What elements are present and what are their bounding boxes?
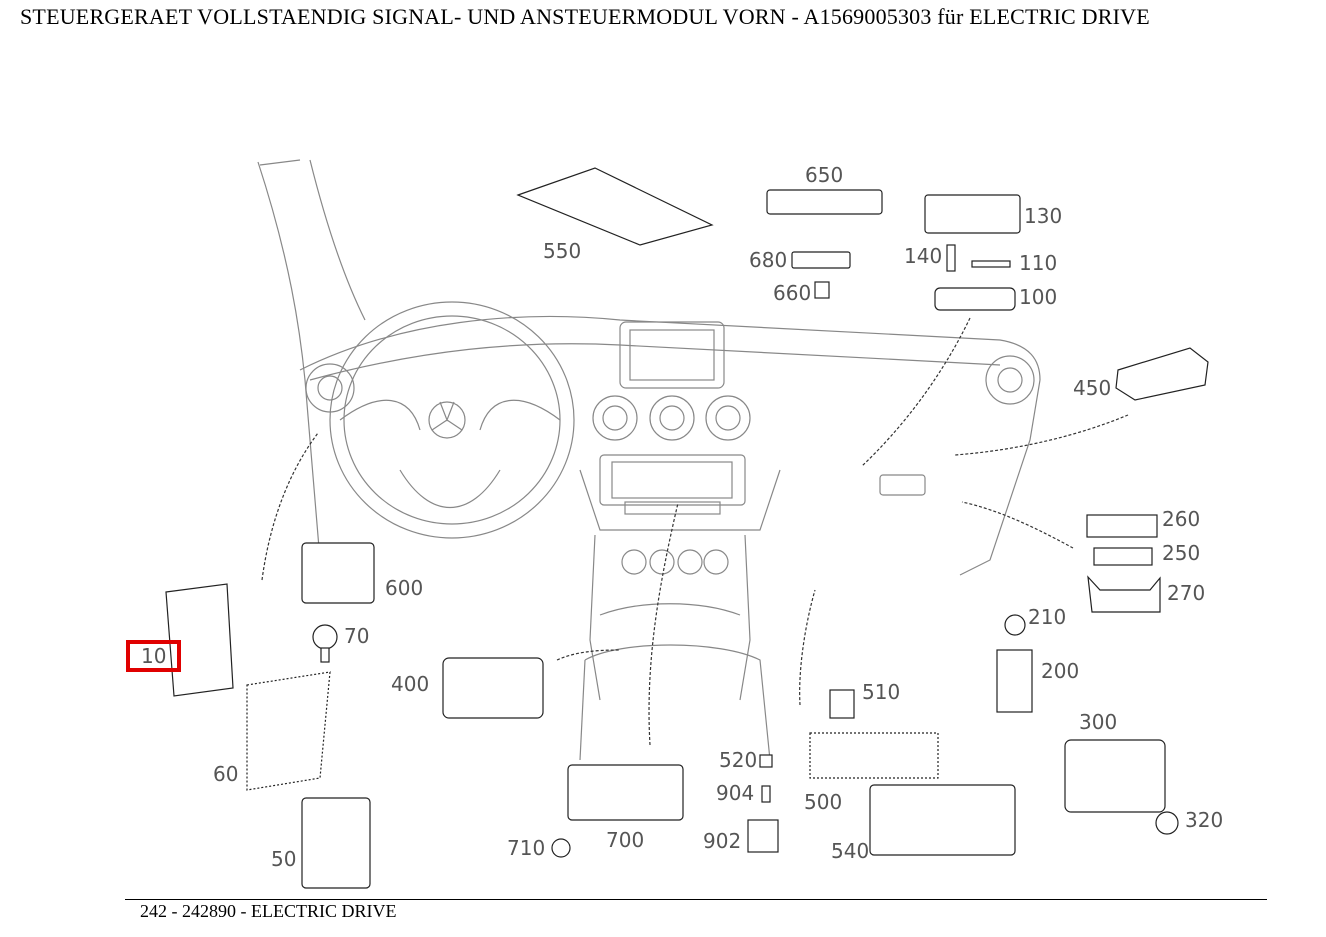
- part-710: [551, 838, 571, 858]
- callout-60: 60: [213, 762, 238, 786]
- callout-300: 300: [1079, 710, 1117, 734]
- callout-250: 250: [1162, 541, 1200, 565]
- part-680: [791, 251, 851, 269]
- callout-540: 540: [831, 839, 869, 863]
- part-450: [1115, 347, 1209, 401]
- callout-550: 550: [543, 239, 581, 263]
- part-140: [946, 244, 956, 272]
- callout-520: 520: [719, 748, 757, 772]
- callout-904: 904: [716, 781, 754, 805]
- dashboard-drawing: [257, 159, 1041, 761]
- part-260: [1086, 514, 1158, 538]
- callout-260: 260: [1162, 507, 1200, 531]
- footer-text: 242 - 242890 - ELECTRIC DRIVE: [140, 901, 397, 921]
- callout-130: 130: [1024, 204, 1062, 228]
- part-660: [814, 281, 830, 299]
- callout-labels: 550 650 130 140 110 680 660 100 450 260 …: [141, 163, 1223, 871]
- part-70: [312, 624, 338, 650]
- part-130: [924, 194, 1021, 234]
- part-700: [567, 764, 684, 821]
- callout-110: 110: [1019, 251, 1057, 275]
- part-200: [996, 649, 1033, 713]
- part-904: [761, 785, 771, 803]
- callout-320: 320: [1185, 808, 1223, 832]
- part-500: [809, 732, 939, 779]
- callout-270: 270: [1167, 581, 1205, 605]
- callout-700: 700: [606, 828, 644, 852]
- part-550: [516, 167, 714, 246]
- callout-650: 650: [805, 163, 843, 187]
- part-540: [869, 784, 1016, 856]
- part-902: [747, 819, 779, 853]
- part-650: [766, 189, 883, 215]
- part-270: [1087, 575, 1161, 613]
- part-300: [1064, 739, 1166, 813]
- callout-902: 902: [703, 829, 741, 853]
- callout-510: 510: [862, 680, 900, 704]
- part-520: [759, 754, 773, 768]
- callout-500: 500: [804, 790, 842, 814]
- callout-680: 680: [749, 248, 787, 272]
- footer-divider: [125, 899, 1267, 900]
- callout-70: 70: [344, 624, 369, 648]
- callout-710: 710: [507, 836, 545, 860]
- callout-600: 600: [385, 576, 423, 600]
- part-70-stud: [320, 647, 330, 663]
- part-250: [1093, 547, 1153, 566]
- parts: [165, 167, 1209, 889]
- callout-50: 50: [271, 847, 296, 871]
- highlight-box: [126, 640, 181, 672]
- part-210: [1004, 614, 1026, 636]
- callout-210: 210: [1028, 605, 1066, 629]
- part-400: [442, 657, 544, 719]
- part-50: [301, 797, 371, 889]
- part-110: [971, 260, 1011, 268]
- callout-450: 450: [1073, 376, 1111, 400]
- callout-660: 660: [773, 281, 811, 305]
- part-10: [165, 583, 234, 697]
- leader-arrows: [261, 317, 1129, 746]
- page-title: STEUERGERAET VOLLSTAENDIG SIGNAL- UND AN…: [20, 4, 1150, 29]
- callout-400: 400: [391, 672, 429, 696]
- callout-140: 140: [904, 244, 942, 268]
- callout-100: 100: [1019, 285, 1057, 309]
- part-600: [301, 542, 375, 604]
- part-320: [1155, 811, 1179, 835]
- part-100: [934, 287, 1016, 311]
- callout-200: 200: [1041, 659, 1079, 683]
- part-510: [829, 689, 855, 719]
- callout-10: 10: [141, 644, 166, 668]
- part-60: [246, 671, 331, 791]
